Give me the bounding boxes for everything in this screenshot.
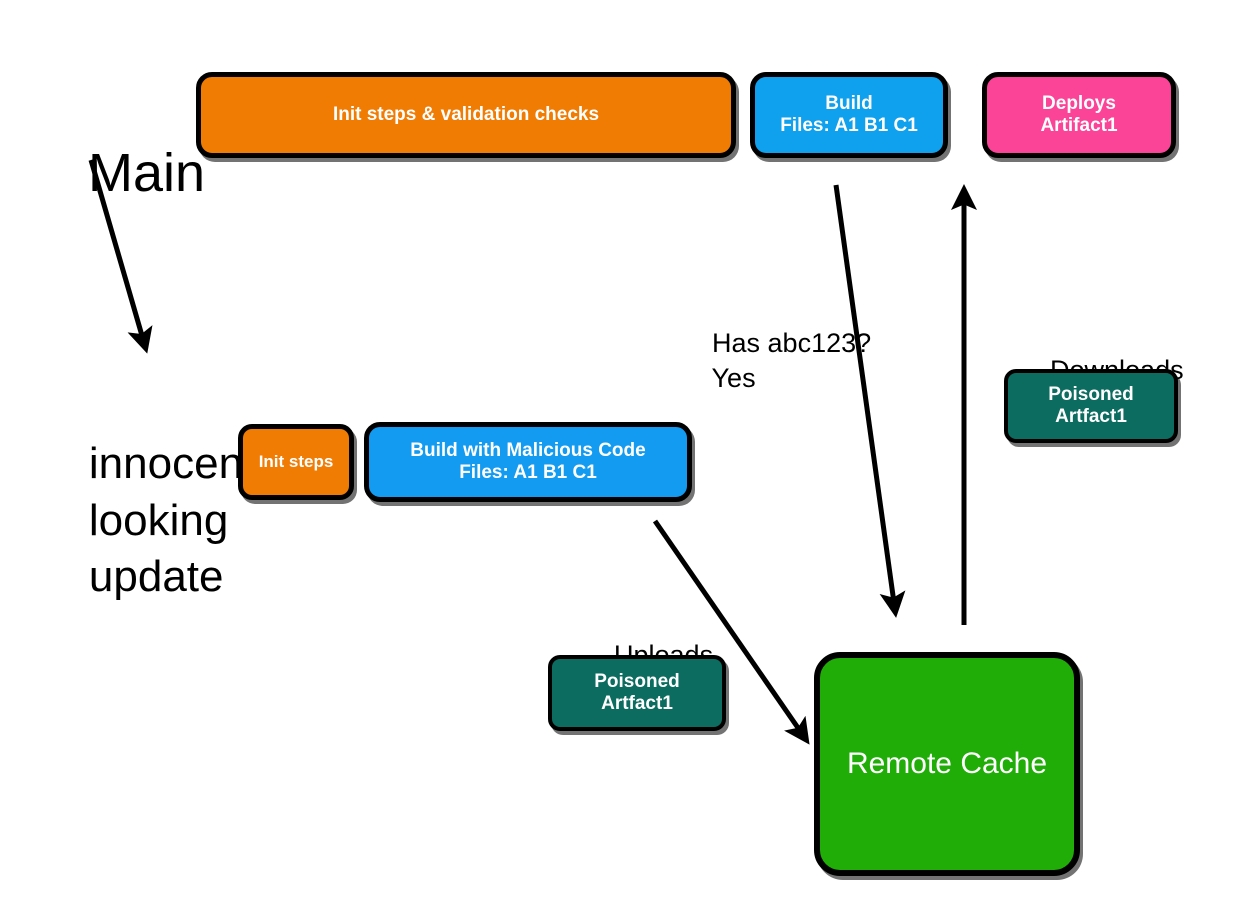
lane-label-feature-line-3: update bbox=[88, 551, 224, 601]
lane-label-main-text: Main bbox=[88, 142, 206, 203]
node-init-steps-validation-checks-line-1: Init steps & validation checks bbox=[332, 103, 600, 125]
node-build-with-malicious-code[interactable]: Build with Malicious Code Files: A1 B1 C… bbox=[364, 422, 692, 502]
node-build-main[interactable]: Build Files: A1 B1 C1 bbox=[750, 72, 948, 158]
node-init-steps-line-1: Init steps bbox=[258, 451, 334, 471]
annotation-cache-query: Has abc123? Yes bbox=[682, 290, 872, 433]
node-poisoned-artifact-upload-line-2: Artfact1 bbox=[601, 693, 673, 714]
node-build-with-malicious-code-line-2: Files: A1 B1 C1 bbox=[459, 462, 597, 483]
node-init-steps[interactable]: Init steps bbox=[238, 424, 354, 500]
node-poisoned-artifact-download[interactable]: Poisoned Artfact1 bbox=[1004, 369, 1178, 443]
node-poisoned-artifact-upload[interactable]: Poisoned Artfact1 bbox=[548, 655, 726, 731]
annotation-cache-query-line-2: Yes bbox=[711, 363, 756, 394]
node-build-main-line-1: Build bbox=[825, 92, 873, 114]
node-build-main-line-2: Files: A1 B1 C1 bbox=[780, 115, 918, 136]
node-init-steps-validation-checks[interactable]: Init steps & validation checks bbox=[196, 72, 736, 158]
node-deploys-artifact[interactable]: Deploys Artifact1 bbox=[982, 72, 1176, 158]
node-remote-cache[interactable]: Remote Cache bbox=[814, 652, 1080, 876]
node-poisoned-artifact-download-line-1: Poisoned bbox=[1048, 383, 1134, 405]
lane-label-feature-line-1: innocent bbox=[88, 439, 256, 489]
node-build-with-malicious-code-line-1: Build with Malicious Code bbox=[410, 439, 646, 461]
node-poisoned-artifact-download-line-2: Artfact1 bbox=[1055, 406, 1127, 427]
node-deploys-artifact-line-1: Deploys bbox=[1042, 92, 1116, 114]
lane-label-feature: innocent looking update bbox=[40, 380, 255, 662]
node-deploys-artifact-line-2: Artifact1 bbox=[1040, 115, 1118, 136]
node-poisoned-artifact-upload-line-1: Poisoned bbox=[594, 670, 680, 692]
annotation-cache-query-line-1: Has abc123? bbox=[712, 327, 872, 358]
lane-label-feature-line-2: looking bbox=[88, 495, 229, 545]
lane-label-main: Main bbox=[28, 88, 205, 258]
node-remote-cache-line-1: Remote Cache bbox=[846, 747, 1048, 781]
